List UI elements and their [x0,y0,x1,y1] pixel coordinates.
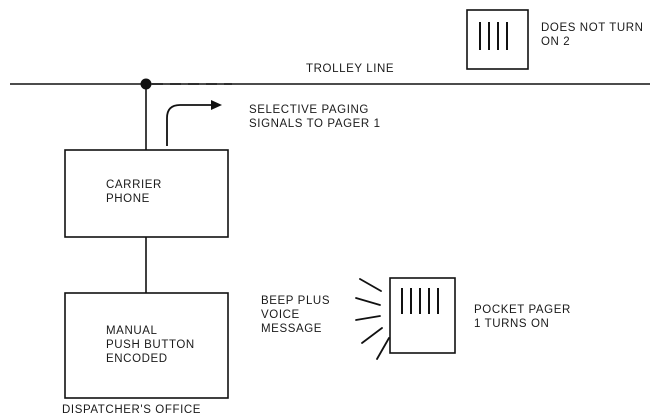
dispatcher-label: DISPATCHER'S OFFICE [62,404,202,416]
trolley-line-label: TROLLEY LINE [306,63,395,75]
encoder-box [64,292,229,399]
pager-1-body [389,277,456,354]
pager-2-label: DOES NOT TURN ON 2 [541,22,644,48]
carrier-phone-label: CARRIER PHONE [106,179,162,205]
pager-1-lines [401,288,439,314]
signal-arrow [166,104,212,146]
signal-arrowhead [211,100,222,110]
sound-rays [355,278,390,360]
encoder-label: MANUAL PUSH BUTTON ENCODED [106,325,195,365]
signal-label: SELECTIVE PAGING SIGNALS TO PAGER 1 [249,104,381,130]
pager-2-lines [479,22,508,50]
pager-1-label: POCKET PAGER 1 TURNS ON [474,304,571,330]
audio-label: BEEP PLUS VOICE MESSAGE [261,295,331,335]
